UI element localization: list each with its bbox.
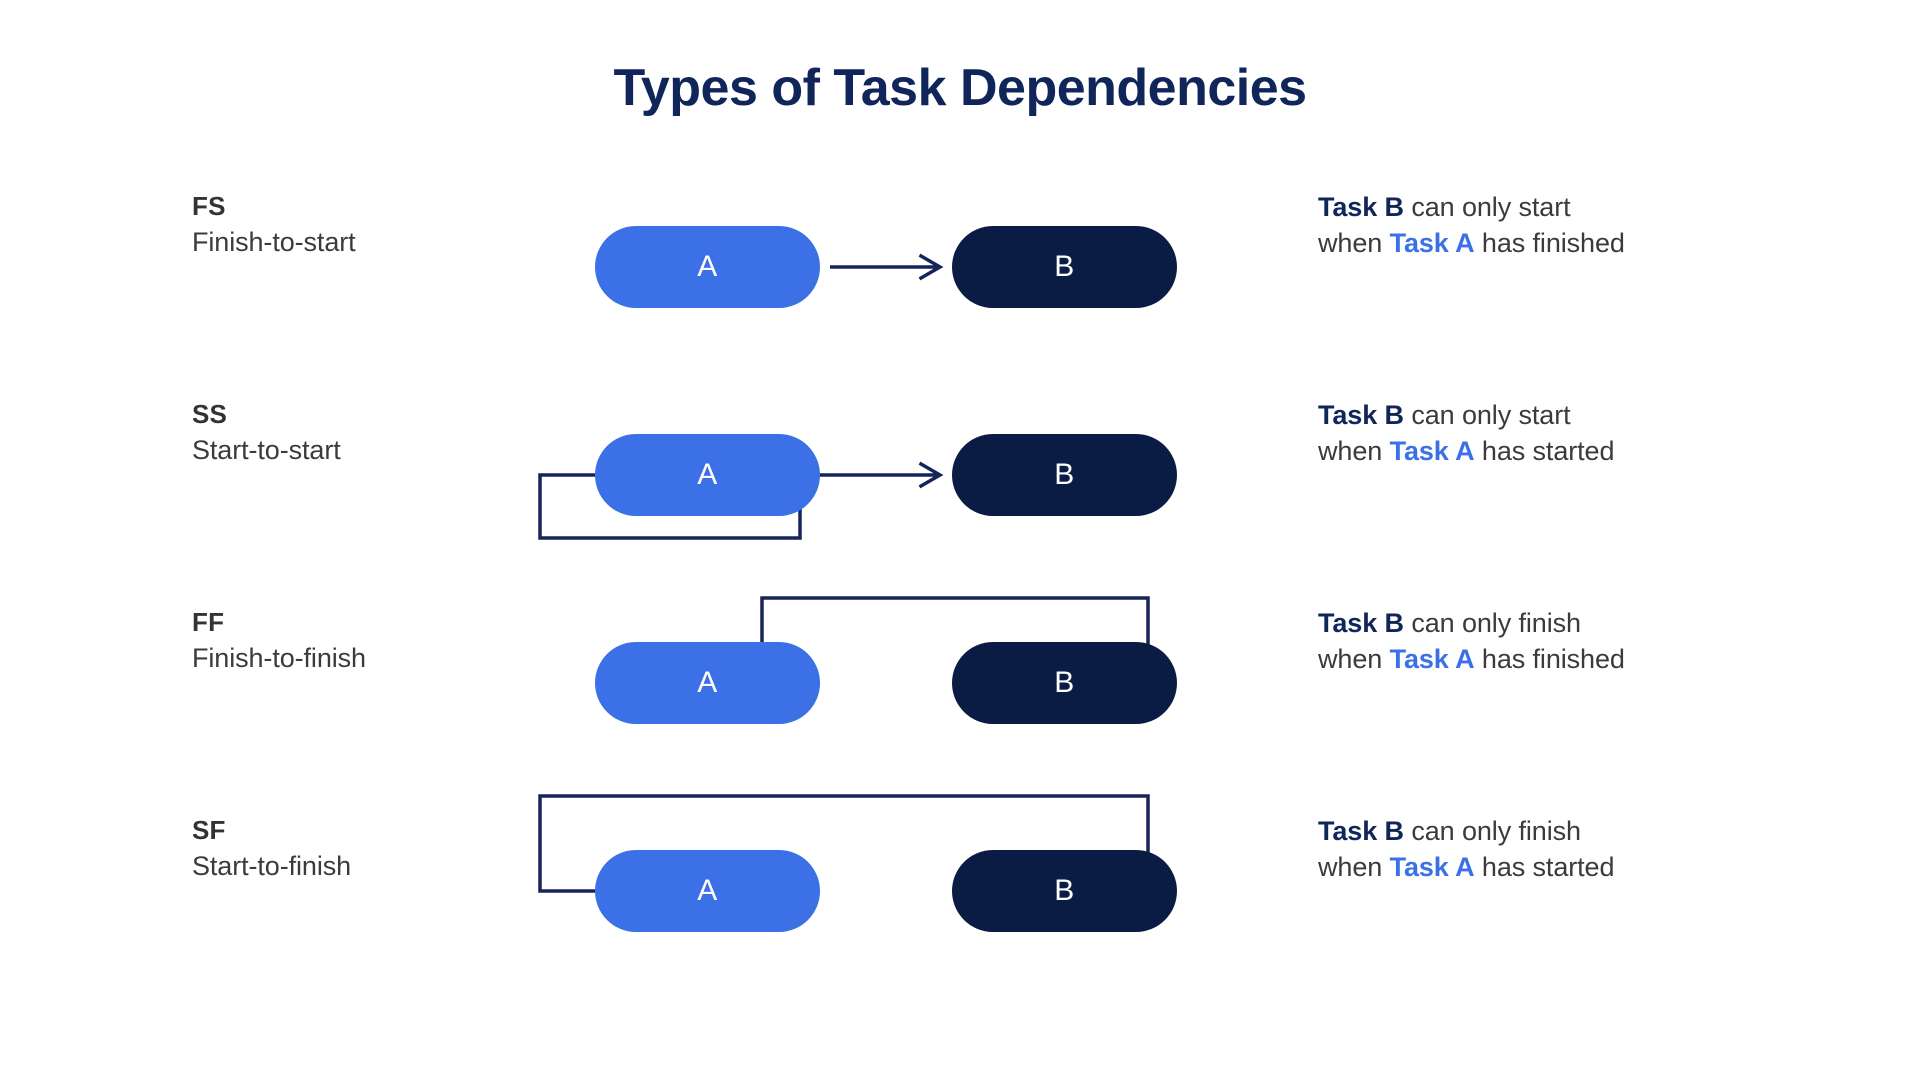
connector-start-to-start-loop-icon <box>538 461 944 540</box>
page-title: Types of Task Dependencies <box>613 59 1307 117</box>
task-b-ref: Task B <box>1318 192 1404 222</box>
description-text: when <box>1318 227 1390 258</box>
dependency-diagram-fs: A B <box>500 144 1260 354</box>
task-b-ref: Task B <box>1318 608 1404 638</box>
task-a-ref: Task A <box>1389 227 1475 258</box>
dependency-diagram-ss: A B <box>500 352 1260 562</box>
dependency-row-ff: FF Finish-to-finish A B Task B can only … <box>0 596 1920 816</box>
task-a-node[interactable]: A <box>595 642 820 724</box>
description-text: can only start <box>1403 400 1571 430</box>
task-b-node[interactable]: B <box>952 642 1177 724</box>
row-label-ff: FF Finish-to-finish <box>192 606 522 678</box>
dependency-row-sf: SF Start-to-finish A B Task B can only f… <box>0 794 1920 1024</box>
task-b-node[interactable]: B <box>952 226 1177 308</box>
dependency-row-fs: FS Finish-to-start A B Task B can only s… <box>0 190 1920 400</box>
description-line-1: Task B can only finish <box>1318 606 1878 642</box>
dependency-name: Start-to-finish <box>192 850 352 881</box>
task-b-ref: Task B <box>1318 400 1404 430</box>
description-text: has started <box>1474 435 1615 466</box>
description-text: has started <box>1474 851 1615 882</box>
task-a-node[interactable]: A <box>595 226 820 308</box>
row-label-ss: SS Start-to-start <box>192 398 522 470</box>
dependency-description-ff: Task B can only finish when Task A has f… <box>1318 606 1878 677</box>
description-text: when <box>1318 435 1390 466</box>
dependency-name: Start-to-start <box>192 434 341 465</box>
dependency-abbr: FF <box>192 607 225 637</box>
task-b-node[interactable]: B <box>952 850 1177 932</box>
dependency-name: Finish-to-finish <box>192 642 366 673</box>
description-text: has finished <box>1474 643 1625 674</box>
task-a-ref: Task A <box>1389 435 1475 466</box>
task-b-ref: Task B <box>1318 816 1404 846</box>
row-label-sf: SF Start-to-finish <box>192 814 522 886</box>
description-text: when <box>1318 851 1390 882</box>
dependency-description-ss: Task B can only start when Task A has st… <box>1318 398 1878 469</box>
dependency-abbr: FS <box>192 191 226 221</box>
task-a-ref: Task A <box>1389 851 1475 882</box>
description-text: can only start <box>1403 192 1571 222</box>
task-a-node[interactable]: A <box>595 434 820 516</box>
description-text: can only finish <box>1403 608 1581 638</box>
task-a-node[interactable]: A <box>595 850 820 932</box>
dependency-diagram-ff: A B <box>500 560 1260 770</box>
dependency-abbr: SF <box>192 815 226 845</box>
task-a-ref: Task A <box>1389 643 1475 674</box>
dependency-name: Finish-to-start <box>192 226 356 257</box>
dependency-abbr: SS <box>192 399 228 429</box>
dependency-diagram-sf: A B <box>500 768 1260 978</box>
dependency-row-ss: SS Start-to-start A B Task B can only st… <box>0 398 1920 608</box>
description-text: has finished <box>1474 227 1625 258</box>
description-line-1: Task B can only finish <box>1318 814 1878 850</box>
connector-straight-arrow-right-icon <box>830 253 944 281</box>
dependency-description-sf: Task B can only finish when Task A has s… <box>1318 814 1878 885</box>
description-line-2: when Task A has started <box>1318 434 1878 470</box>
description-line-1: Task B can only start <box>1318 190 1878 226</box>
row-label-fs: FS Finish-to-start <box>192 190 522 262</box>
dependency-description-fs: Task B can only start when Task A has fi… <box>1318 190 1878 261</box>
description-text: when <box>1318 643 1390 674</box>
task-b-node[interactable]: B <box>952 434 1177 516</box>
description-line-2: when Task A has finished <box>1318 226 1878 262</box>
description-text: can only finish <box>1403 816 1581 846</box>
description-line-2: when Task A has finished <box>1318 642 1878 678</box>
description-line-2: when Task A has started <box>1318 850 1878 886</box>
description-line-1: Task B can only start <box>1318 398 1878 434</box>
